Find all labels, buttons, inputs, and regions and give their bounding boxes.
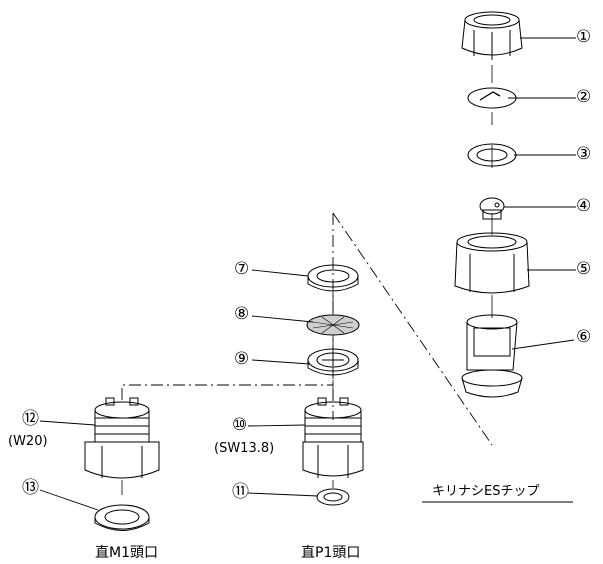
part-6-tip-body [461, 314, 523, 398]
part-5-union-nut [454, 232, 530, 294]
callout-9: ⑨ [234, 349, 250, 369]
part-4-valve [479, 197, 505, 220]
assembly-axes [121, 65, 493, 495]
callout-8: ⑧ [234, 304, 250, 324]
part-9-holder [307, 348, 359, 376]
callout-12: ⑫ [22, 409, 39, 429]
caption-es-tip: キリナシESチップ [432, 484, 540, 499]
callout-10: ⑩ [232, 415, 248, 435]
callout-13: ⑬ [22, 478, 39, 498]
dash-dot-leaders [121, 212, 493, 446]
callout-11: ⑪ [232, 482, 249, 502]
part-12-m1-fitting [84, 397, 160, 479]
callout-4: ④ [576, 196, 592, 216]
callout-2: ② [576, 87, 592, 107]
size-label-part-12: (W20) [8, 434, 48, 449]
size-label-part-10: (SW13.8) [214, 441, 275, 456]
part-10-p1-fitting [302, 397, 364, 478]
caption-p1: 直P1頭口 [301, 545, 361, 561]
part-11-washer [316, 488, 350, 506]
callout-6: ⑥ [576, 327, 592, 347]
caption-m1: 直M1頭口 [95, 545, 158, 561]
callout-3: ③ [576, 144, 592, 164]
callout-5: ⑤ [576, 259, 592, 279]
callout-leaders [39, 37, 576, 511]
part-8-strainer-mesh [306, 314, 360, 336]
callout-1: ① [576, 27, 592, 47]
part-1-cap-nut [461, 11, 523, 60]
callout-7: ⑦ [234, 259, 250, 279]
part-13-washer [94, 504, 150, 531]
